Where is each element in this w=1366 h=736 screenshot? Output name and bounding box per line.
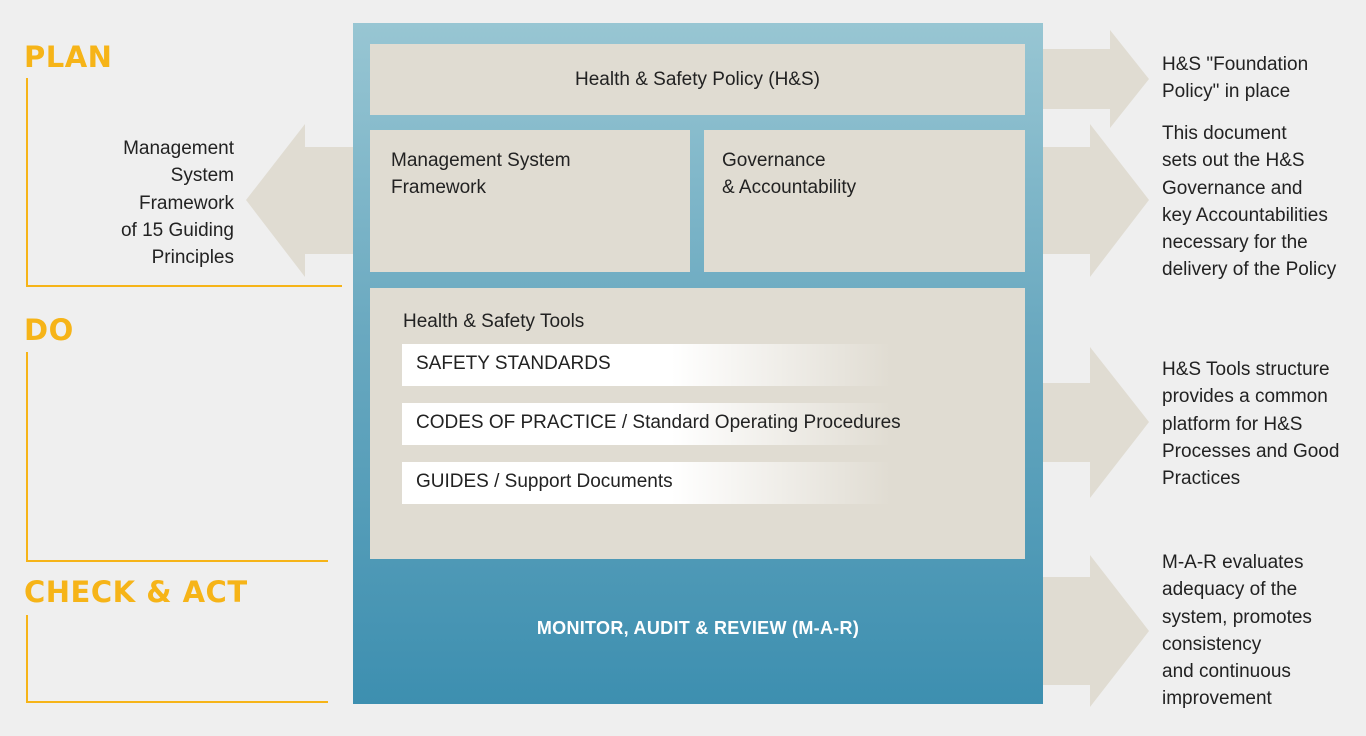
governance-title: Governance & Accountability xyxy=(722,147,856,201)
policy-title: Health & Safety Policy (H&S) xyxy=(575,69,820,90)
right-note-line: improvement xyxy=(1162,688,1272,710)
right-note-tools: H&S Tools structure provides a common pl… xyxy=(1162,356,1339,492)
right-arrow-governance xyxy=(1025,124,1149,277)
governance-panel: Governance & Accountability xyxy=(704,130,1025,272)
tool-item-codes-of-practice: CODES OF PRACTICE / Standard Operating P… xyxy=(402,403,901,445)
right-note-line: Governance and xyxy=(1162,177,1303,199)
policy-panel: Health & Safety Policy (H&S) xyxy=(370,44,1025,115)
governance-title-line: & Accountability xyxy=(722,177,857,198)
tool-item-label: SAFETY STANDARDS xyxy=(416,353,611,374)
mar-label: MONITOR, AUDIT & REVIEW (M-A-R) xyxy=(536,618,860,638)
right-note-foundation: H&S "Foundation Policy" in place xyxy=(1162,51,1308,106)
check-act-bracket-foot xyxy=(26,701,328,703)
phase-do-label: DO xyxy=(24,313,74,347)
check-act-bracket-line xyxy=(26,615,28,703)
tool-item-label: GUIDES / Support Documents xyxy=(416,471,673,492)
right-note-line: platform for H&S xyxy=(1162,413,1303,435)
right-note-line: delivery of the Policy xyxy=(1162,259,1337,281)
phase-check-act-label: CHECK & ACT xyxy=(24,575,248,609)
management-system-title: Management System Framework xyxy=(391,147,571,201)
right-note-mar: M-A-R evaluates adequacy of the system, … xyxy=(1162,549,1312,713)
right-note-line: This document xyxy=(1162,123,1287,144)
tool-item-guides: GUIDES / Support Documents xyxy=(402,462,892,504)
plan-bracket-line xyxy=(26,78,28,287)
right-note-line: sets out the H&S xyxy=(1162,150,1305,172)
right-note-line: key Accountabilities xyxy=(1162,204,1328,226)
left-note-line: Principles xyxy=(151,247,234,269)
phase-plan-label: PLAN xyxy=(24,40,113,74)
right-arrow-policy xyxy=(1025,30,1149,128)
management-system-title-line: Framework xyxy=(391,177,487,198)
plan-bracket-foot xyxy=(26,285,342,287)
right-note-line: provides a common xyxy=(1162,386,1328,408)
right-note-governance: This document sets out the H&S Governanc… xyxy=(1162,120,1336,284)
right-note-line: consistency xyxy=(1162,633,1262,655)
do-bracket-line xyxy=(26,352,28,562)
left-note-line: Framework xyxy=(138,192,234,214)
management-system-title-line: Management System xyxy=(391,150,571,171)
do-bracket-foot xyxy=(26,560,328,562)
right-note-line: M-A-R evaluates xyxy=(1162,552,1304,573)
right-note-line: H&S "Foundation xyxy=(1162,54,1309,75)
right-arrow-tools xyxy=(1025,347,1149,498)
left-arrow xyxy=(246,124,372,277)
governance-title-line: Governance xyxy=(722,150,826,171)
tool-item-label: CODES OF PRACTICE / Standard Operating P… xyxy=(416,412,901,433)
right-note-line: Policy" in place xyxy=(1162,81,1291,103)
right-arrow-mar xyxy=(1025,555,1149,707)
management-system-panel: Management System Framework xyxy=(370,130,690,272)
right-note-line: Processes and Good xyxy=(1162,440,1340,462)
tool-item-safety-standards: SAFETY STANDARDS xyxy=(402,344,892,386)
right-note-line: and continuous xyxy=(1162,661,1291,683)
left-note-guiding-principles: Management System Framework of 15 Guidin… xyxy=(100,135,234,271)
left-note-line: Management xyxy=(123,138,234,159)
left-note-line: System xyxy=(170,165,234,187)
right-note-line: adequacy of the xyxy=(1162,579,1298,601)
right-note-line: necessary for the xyxy=(1162,232,1308,254)
right-note-line: Practices xyxy=(1162,468,1241,490)
right-note-line: system, promotes xyxy=(1162,606,1312,628)
left-note-line: of 15 Guiding xyxy=(120,219,234,241)
right-note-line: H&S Tools structure xyxy=(1162,359,1330,380)
tools-title: Health & Safety Tools xyxy=(403,311,585,332)
